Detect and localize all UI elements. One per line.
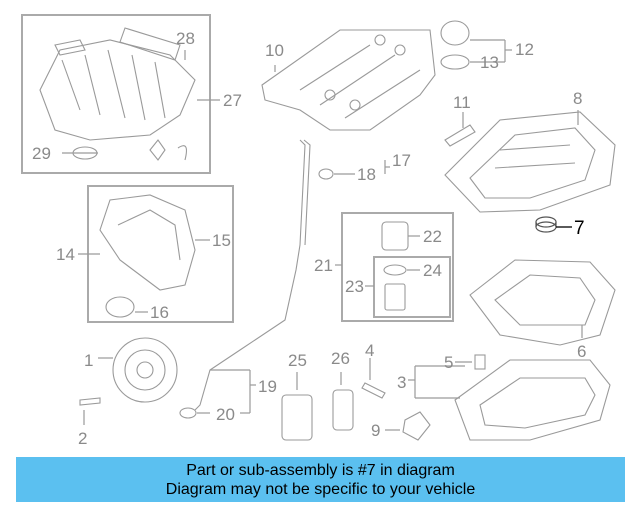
label-28: 28 <box>176 29 195 48</box>
crank-pulley <box>112 337 178 403</box>
label-24: 24 <box>423 261 442 280</box>
oil-filler-cap <box>440 20 470 46</box>
label-20: 20 <box>216 405 235 424</box>
gasket-26 <box>332 389 354 431</box>
label-26: 26 <box>331 349 350 368</box>
intake-manifold <box>39 27 196 161</box>
label-10: 10 <box>265 41 284 60</box>
label-2: 2 <box>78 429 87 448</box>
cap-seal <box>440 54 470 70</box>
label-4: 4 <box>365 341 374 360</box>
label-11: 11 <box>453 93 471 112</box>
label-19: 19 <box>258 377 277 396</box>
label-15: 15 <box>212 231 231 250</box>
label-25: 25 <box>288 351 307 370</box>
label-7: 7 <box>574 218 585 239</box>
label-5: 5 <box>444 353 453 372</box>
sensor-9 <box>402 411 431 441</box>
label-23: 23 <box>345 277 364 296</box>
lower-oil-pan <box>454 359 611 441</box>
filter-seal-24 <box>383 264 407 276</box>
label-1: 1 <box>84 351 93 370</box>
label-9: 9 <box>371 421 380 440</box>
label-13: 13 <box>480 53 499 72</box>
label-27: 27 <box>223 91 242 110</box>
valve-cover <box>261 29 436 131</box>
intake-manifold-box <box>21 14 211 174</box>
timing-cover-box <box>87 185 234 323</box>
timing-cover <box>99 194 196 291</box>
callout-numbers: 1 2 3 4 5 6 7 8 9 10 11 12 13 14 15 16 1… <box>32 29 586 448</box>
info-banner: Part or sub-assembly is #7 in diagram Di… <box>16 457 625 502</box>
label-6: 6 <box>577 342 586 361</box>
gasket-11 <box>444 124 476 147</box>
filter-housing-cap <box>381 221 409 251</box>
part-4 <box>361 382 386 399</box>
seal-20 <box>179 407 197 419</box>
label-21: 21 <box>314 256 333 275</box>
seal-16 <box>105 296 135 318</box>
banner-line-1: Part or sub-assembly is #7 in diagram <box>186 461 455 479</box>
filter-element <box>384 283 406 311</box>
label-16: 16 <box>150 303 169 322</box>
label-22: 22 <box>423 227 442 246</box>
seal-7-highlighted <box>535 216 557 233</box>
oil-cooler <box>281 394 313 441</box>
leader-lines <box>62 39 583 431</box>
label-3: 3 <box>397 373 406 392</box>
oil-filter-inner-box <box>373 256 451 318</box>
label-12: 12 <box>515 40 534 59</box>
banner-line-2: Diagram may not be specific to your vehi… <box>165 480 476 498</box>
label-14: 14 <box>56 245 75 264</box>
parts-diagram: 1 2 3 4 5 6 7 8 9 10 11 12 13 14 15 16 1… <box>21 14 616 448</box>
upper-oil-pan <box>444 111 616 213</box>
lower-cover <box>469 259 616 346</box>
dipstick-tube <box>194 139 306 411</box>
label-17: 17 <box>392 151 411 170</box>
label-29: 29 <box>32 144 51 163</box>
label-8: 8 <box>573 89 582 108</box>
oil-filter-box <box>341 212 454 322</box>
bolt-2 <box>79 397 101 406</box>
plug-5 <box>474 354 486 370</box>
label-18: 18 <box>357 165 376 184</box>
seal-18 <box>318 168 334 180</box>
